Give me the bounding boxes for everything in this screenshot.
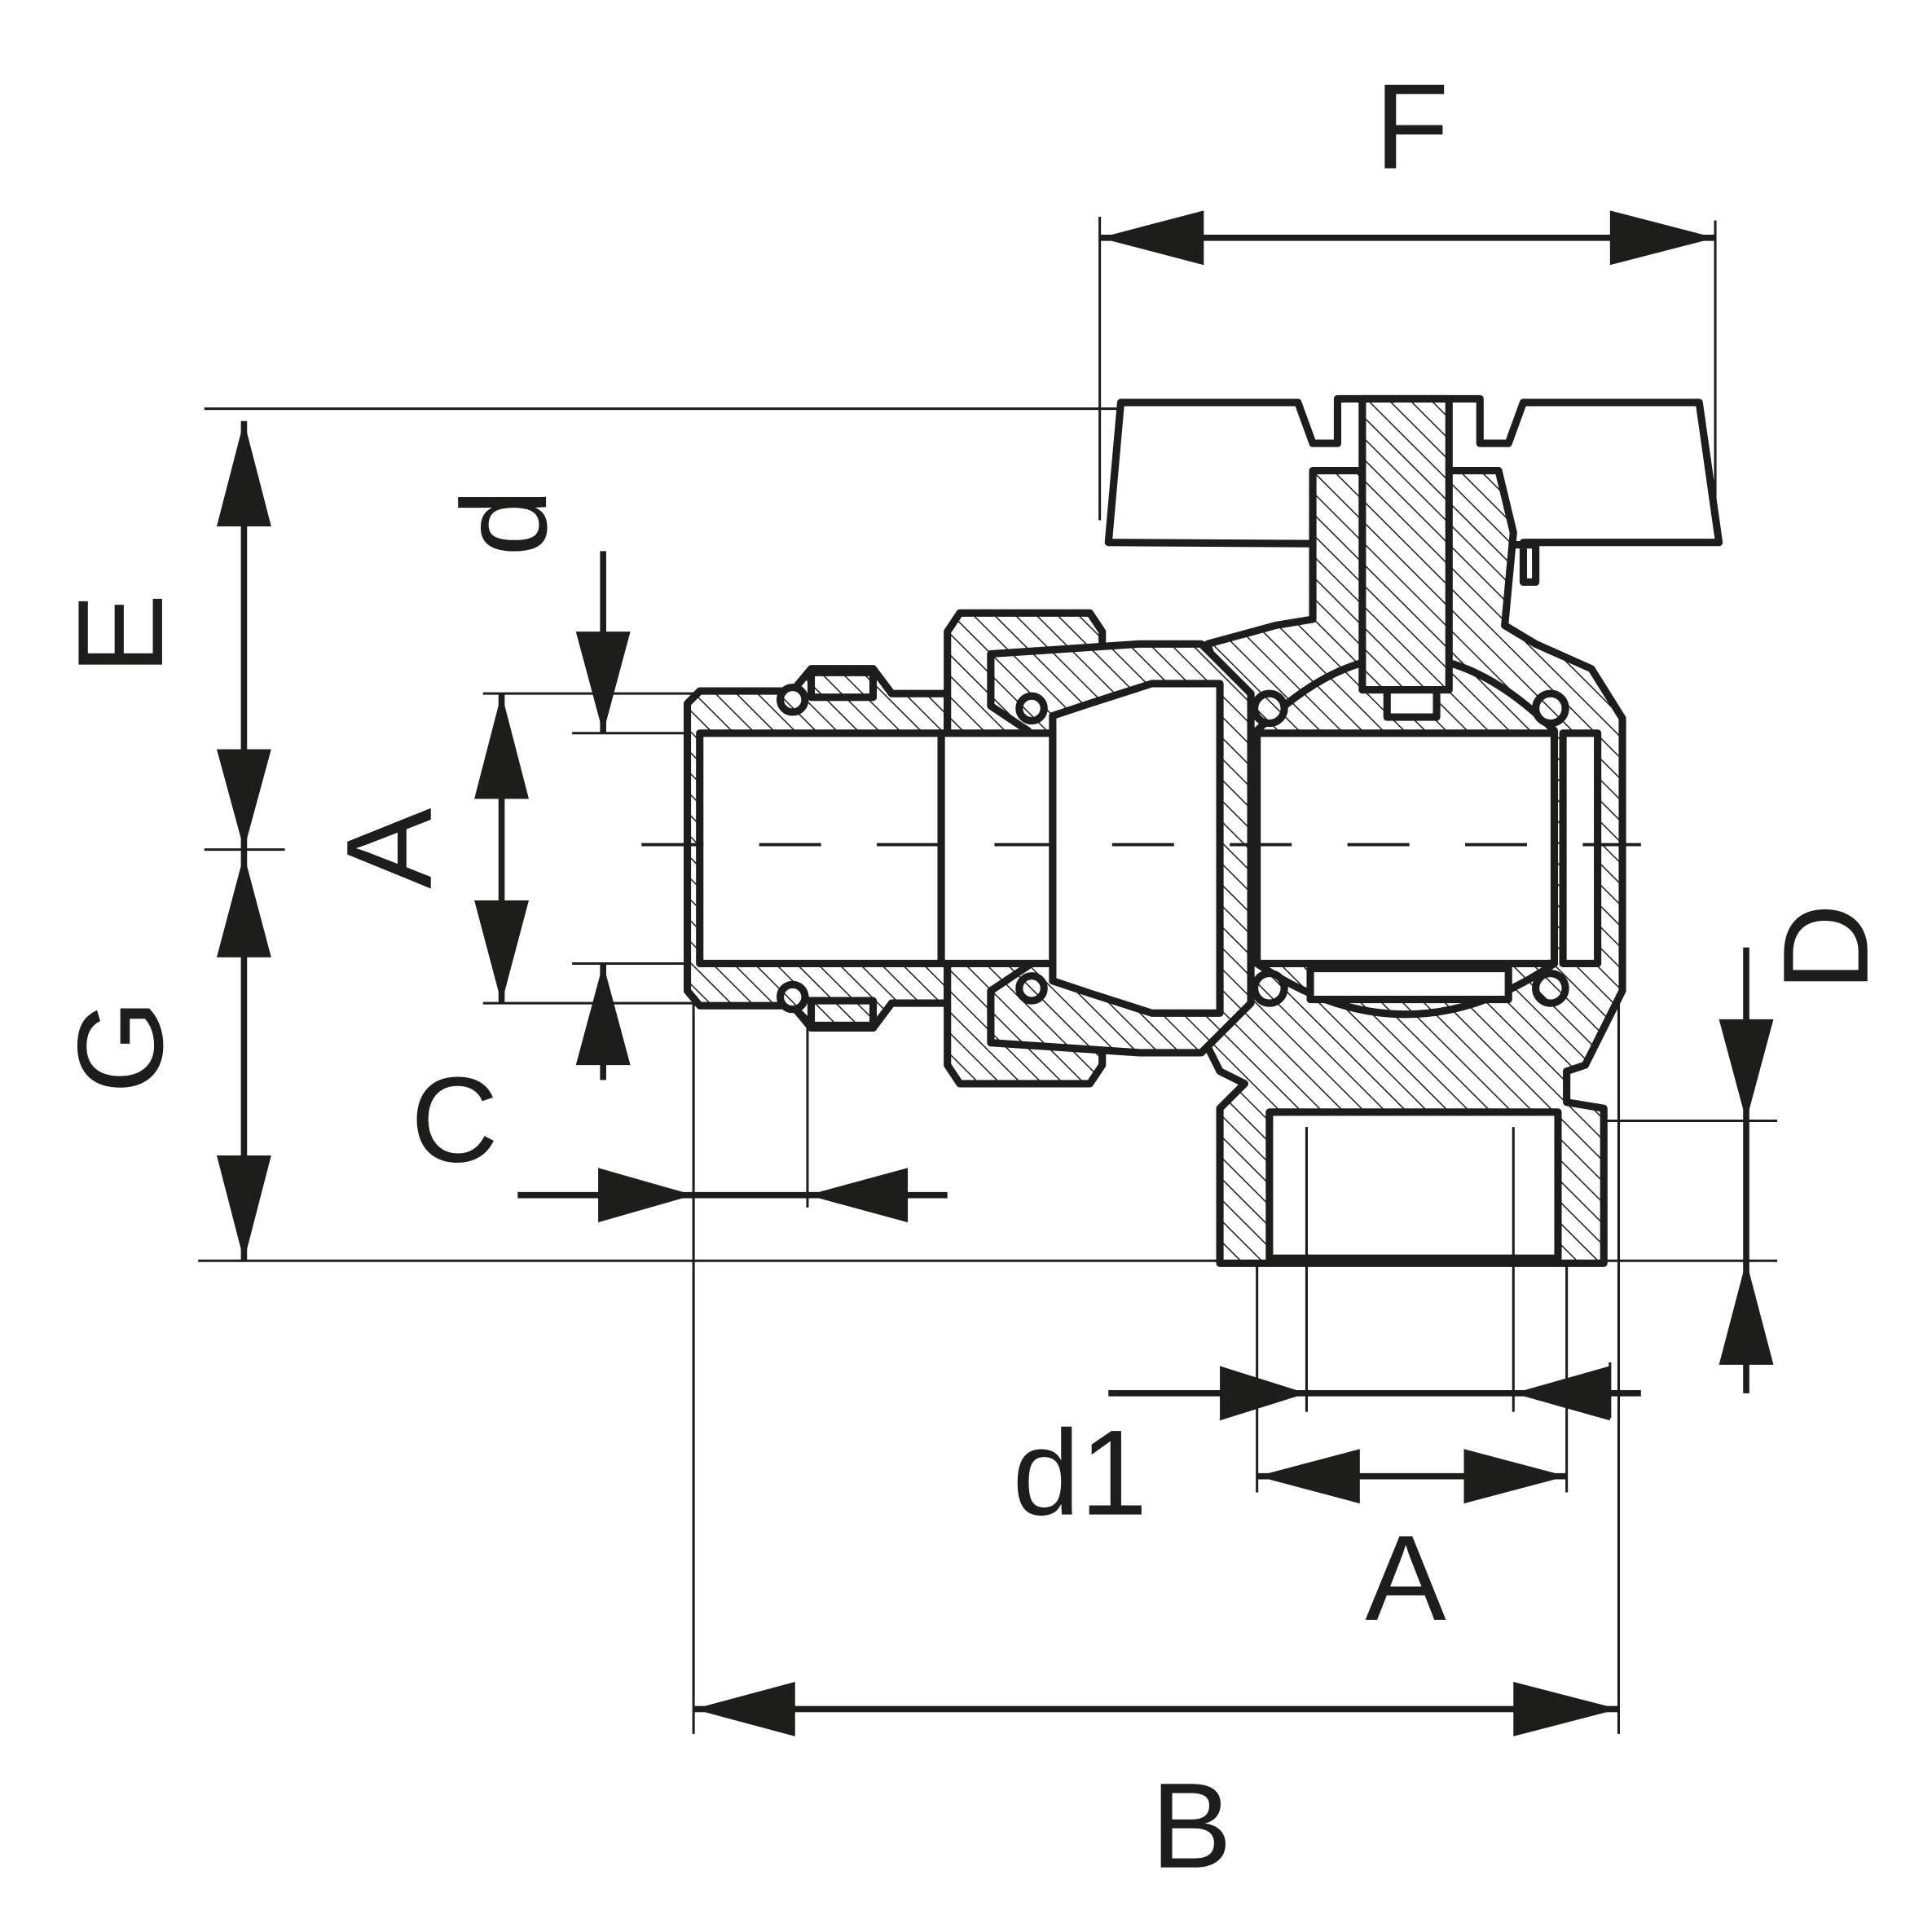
label-D: D (1758, 904, 1894, 992)
label-d: d (436, 489, 572, 557)
label-d1: d1 (1012, 1405, 1147, 1541)
label-C: C (411, 1051, 499, 1187)
threaded-outlet (1265, 1108, 1562, 1262)
label-E: E (52, 594, 188, 675)
dimension-lines (216, 210, 1774, 1736)
dimension-labels: F E G d A C D d1 A B (52, 59, 1894, 1894)
pipe-bore (696, 729, 945, 968)
label-A-left: A (321, 808, 457, 889)
label-A-bottom: A (1365, 1510, 1446, 1646)
label-B: B (1151, 1758, 1231, 1894)
label-G: G (52, 999, 188, 1094)
valve-cross-section (641, 394, 1723, 1267)
label-F: F (1375, 59, 1449, 195)
ball-bore (1253, 729, 1558, 968)
valve-stem (1358, 394, 1453, 694)
